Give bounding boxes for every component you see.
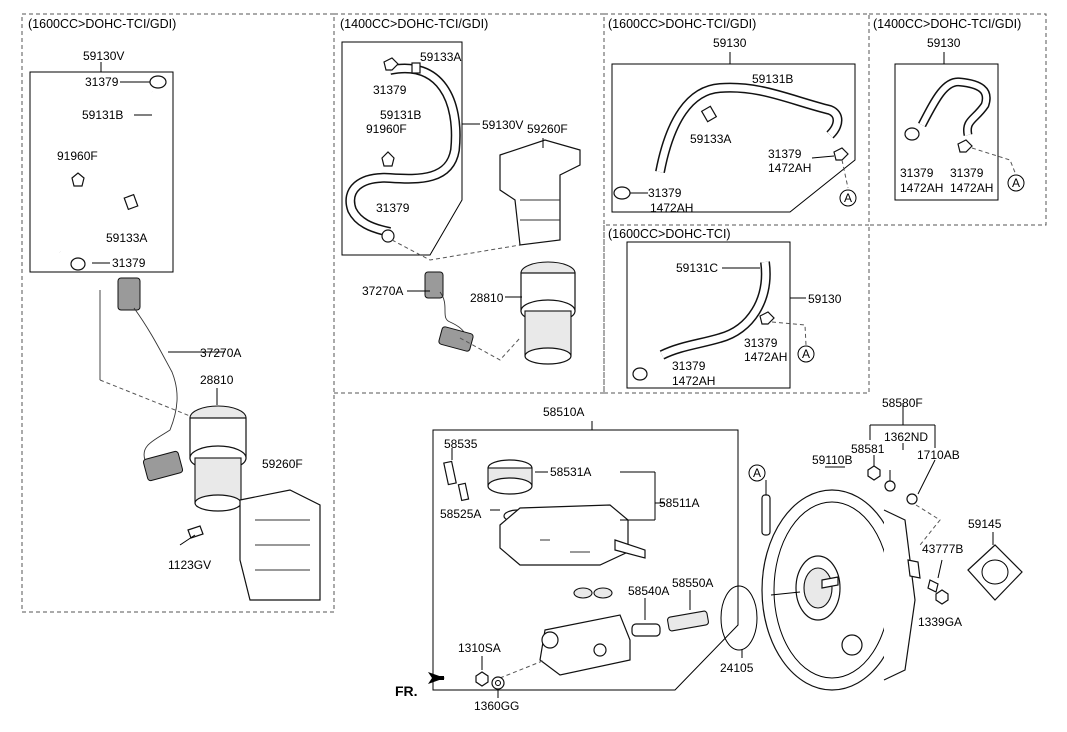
- part-label: 31379: [376, 201, 410, 215]
- ref-marker-a: A: [839, 189, 857, 207]
- part-label: 59133A: [106, 231, 147, 245]
- part-label: 58535: [444, 437, 478, 451]
- part-label: 91960F: [366, 122, 407, 136]
- part-label: 59145: [968, 517, 1002, 531]
- section-frames: [21, 13, 1047, 613]
- hose-assembly-mid-right: [626, 241, 807, 389]
- ref-marker-a: A: [748, 464, 766, 482]
- part-label: 31379: [672, 359, 706, 373]
- part-label: 31379: [85, 75, 119, 89]
- part-label: 1472AH: [950, 181, 993, 195]
- part-label: 59130: [808, 292, 842, 306]
- part-label: 37270A: [362, 284, 403, 298]
- booster-fasteners: [867, 403, 949, 605]
- part-label: 1472AH: [744, 350, 787, 364]
- part-label: 28810: [470, 291, 504, 305]
- part-label: 58531A: [550, 465, 591, 479]
- svg-text:A: A: [802, 347, 810, 361]
- master-cylinder-assembly: [432, 421, 739, 691]
- svg-text:FR.: FR.: [395, 683, 418, 699]
- part-label: 59130: [713, 36, 747, 50]
- part-label: 59131B: [380, 108, 421, 122]
- part-label: 31379: [950, 166, 984, 180]
- part-label: 59130: [927, 36, 961, 50]
- pump-assembly-mid: [407, 138, 581, 365]
- part-label: 58511A: [659, 496, 699, 510]
- part-label: 31379: [112, 256, 146, 270]
- front-direction-indicator: FR.: [395, 672, 445, 699]
- part-label: 58580F: [882, 396, 923, 410]
- part-label: 59130V: [83, 49, 124, 63]
- frame-top-right2: [869, 13, 1047, 226]
- part-label: 59260F: [262, 457, 303, 471]
- part-label: 58540A: [628, 584, 669, 598]
- part-label: 24105: [720, 661, 754, 675]
- pump-assembly-left: [99, 277, 321, 601]
- svg-text:A: A: [753, 466, 761, 480]
- booster-gasket: [967, 532, 1023, 601]
- part-label: 59133A: [420, 50, 461, 64]
- part-label: 58581: [851, 442, 885, 456]
- part-label: 1472AH: [768, 161, 811, 175]
- part-label: 58550A: [672, 576, 713, 590]
- part-label: 58510A: [543, 405, 584, 419]
- part-label: 59110B: [812, 453, 852, 467]
- part-label: 1123GV: [168, 558, 211, 572]
- section-header: (1400CC>DOHC-TCI/GDI): [340, 17, 488, 31]
- hose-assembly-left: [29, 62, 174, 273]
- part-label: 59131B: [82, 108, 123, 122]
- part-label: 58525A: [440, 507, 481, 521]
- part-label: 1310SA: [458, 641, 501, 655]
- part-label: 1360GG: [474, 699, 519, 713]
- ref-marker-a: A: [1007, 174, 1025, 192]
- part-label: 31379: [900, 166, 934, 180]
- part-label: 43777B: [922, 542, 963, 556]
- ref-marker-a: A: [797, 345, 815, 363]
- brake-booster-assembly: [761, 466, 921, 691]
- hose-assembly-right2: [894, 52, 1017, 201]
- part-label: 1472AH: [672, 374, 715, 388]
- section-header: (1400CC>DOHC-TCI/GDI): [873, 17, 1021, 31]
- part-label: 59260F: [527, 122, 568, 136]
- svg-text:A: A: [844, 191, 852, 205]
- part-label: 31379: [373, 83, 407, 97]
- part-label: 1472AH: [650, 201, 693, 215]
- section-header: (1600CC>DOHC-TCI/GDI): [28, 17, 176, 31]
- part-label: 59131C: [676, 261, 718, 275]
- part-label: 59131B: [752, 72, 793, 86]
- part-label: 37270A: [200, 346, 241, 360]
- part-label: 1362ND: [884, 430, 928, 444]
- part-label: 31379: [744, 336, 778, 350]
- part-label: 31379: [768, 147, 802, 161]
- part-label: 1339GA: [918, 615, 962, 629]
- part-label: 59130V: [482, 118, 523, 132]
- svg-text:A: A: [1012, 176, 1020, 190]
- section-header: (1600CC>DOHC-TCI/GDI): [608, 17, 756, 31]
- frame-mid-right: [603, 225, 870, 394]
- section-header: (1600CC>DOHC-TCI): [608, 227, 731, 241]
- part-label: 28810: [200, 373, 234, 387]
- nut-washer: [475, 656, 505, 698]
- part-label: 31379: [648, 186, 682, 200]
- hose-assembly-mid: [341, 41, 521, 261]
- frame-top-left: [21, 13, 335, 613]
- part-label: 91960F: [57, 149, 98, 163]
- part-label: 1710AB: [917, 448, 960, 462]
- part-label: 59133A: [690, 132, 731, 146]
- o-ring: [720, 585, 758, 658]
- hose-assembly-right1: [611, 52, 856, 213]
- part-label: 1472AH: [900, 181, 943, 195]
